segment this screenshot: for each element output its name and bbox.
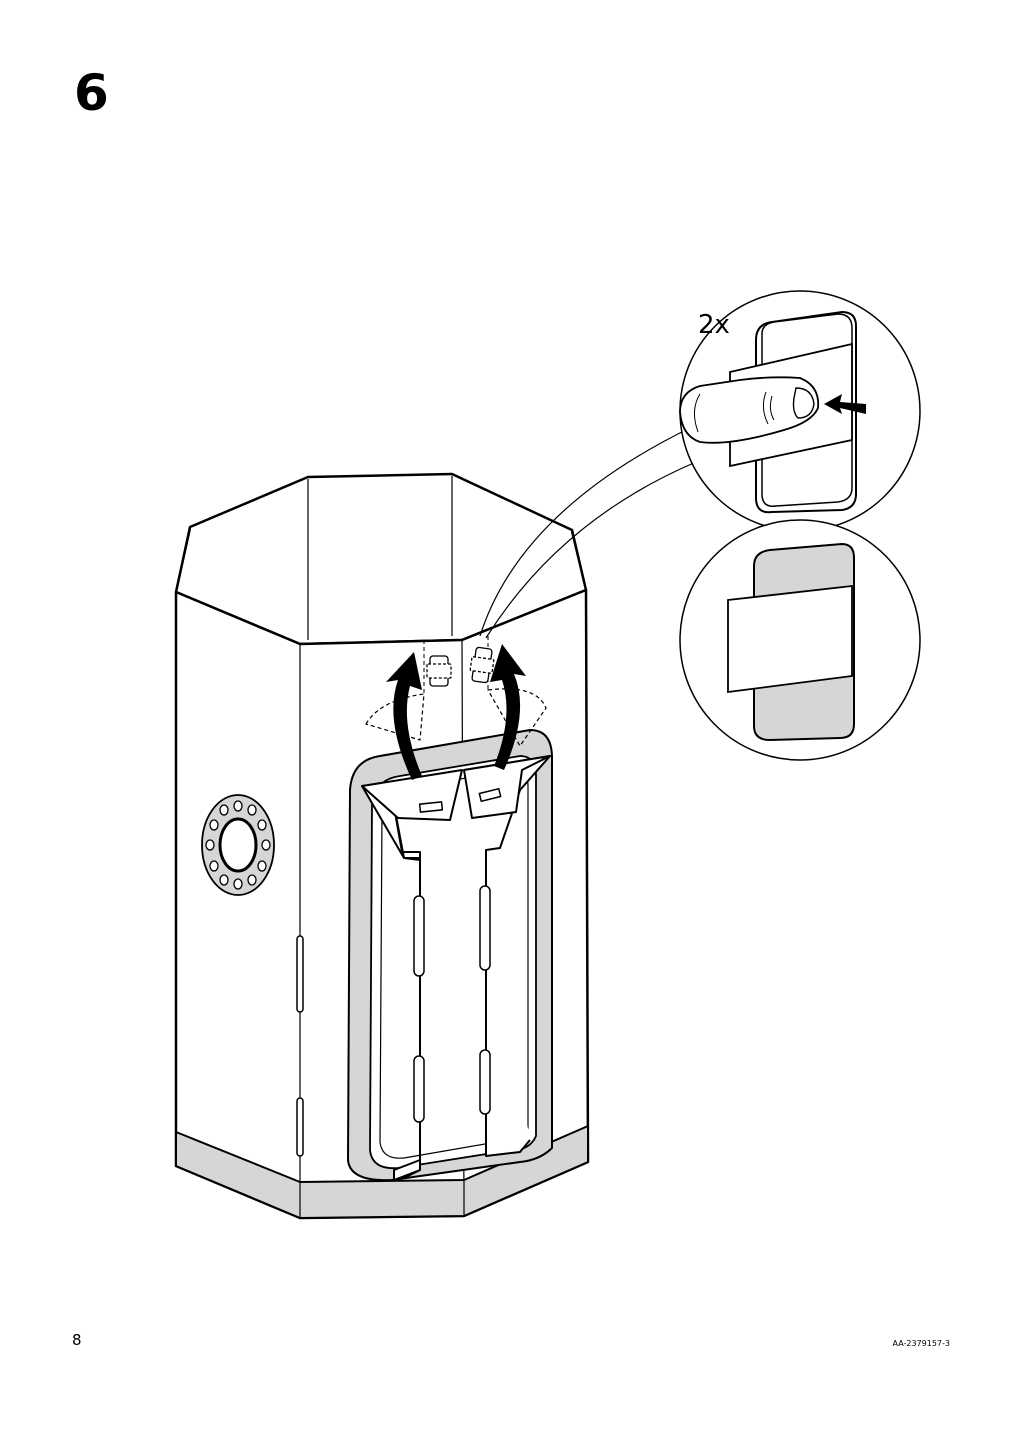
fold-up-arrow-icon bbox=[386, 652, 422, 780]
detail-circle-press bbox=[679, 290, 921, 532]
octagonal-box bbox=[174, 472, 590, 1220]
box-bottom-band bbox=[175, 1125, 589, 1219]
step-number: 6 bbox=[74, 64, 109, 122]
page-number: 8 bbox=[72, 1331, 82, 1349]
detail-circle-result bbox=[679, 519, 921, 761]
vent-ring-icon bbox=[201, 794, 275, 896]
quantity-label: 2x bbox=[698, 310, 730, 340]
finger-icon bbox=[679, 376, 820, 444]
right-tab-flap bbox=[463, 755, 551, 1157]
callout-lines bbox=[479, 425, 697, 639]
document-code: AA-2379157-3 bbox=[892, 1339, 950, 1348]
fold-up-arrow-icon bbox=[490, 644, 526, 770]
velcro-tab-icon bbox=[426, 646, 495, 687]
push-arrow-icon bbox=[824, 394, 866, 414]
